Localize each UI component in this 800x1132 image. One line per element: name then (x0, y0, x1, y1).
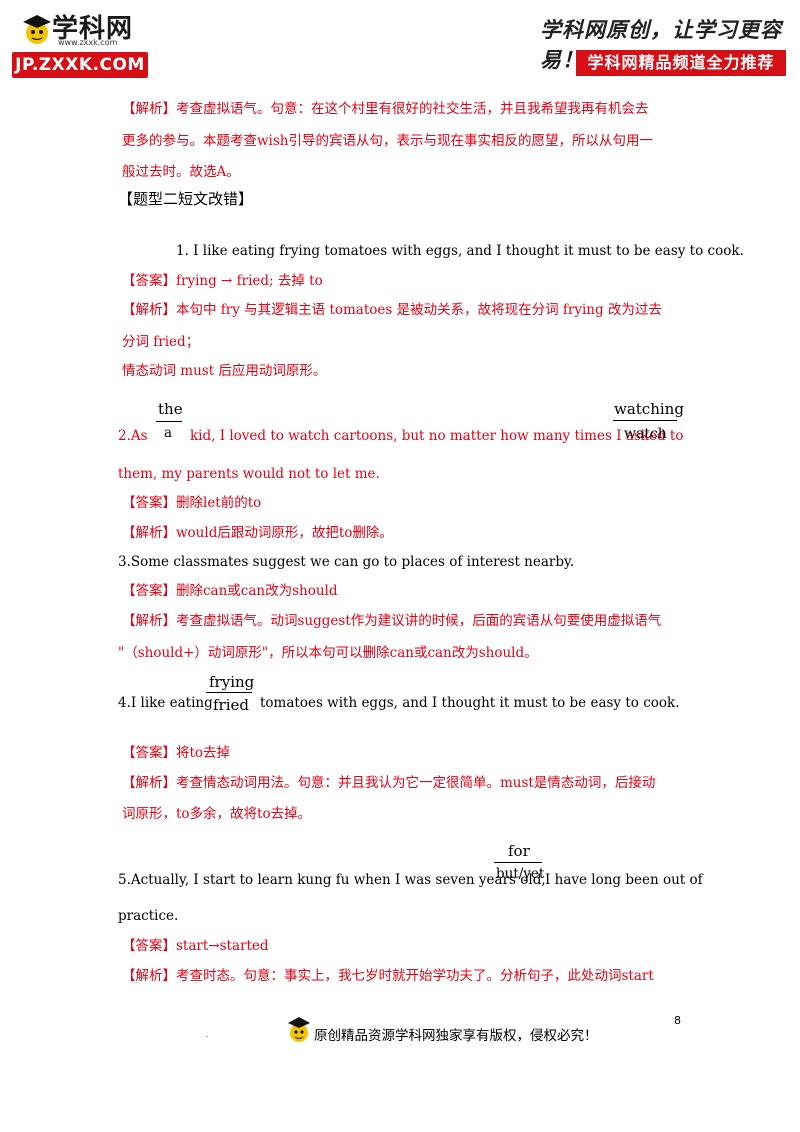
q4-correction-bottom: fried (213, 696, 249, 714)
q5-suffix: I have long been out of (545, 872, 703, 888)
q2-correction-2-top: watching (614, 400, 684, 418)
q2-correction-1-rule (156, 421, 182, 422)
q4-correction-rule (206, 692, 252, 693)
prev-analysis-line-1: 【解析】考查虚拟语气。句意：在这个村里有很好的社交生活，并且我希望我再有机会去 (122, 101, 649, 117)
q3-analysis-line-1: 【解析】考查虚拟语气。动词suggest作为建议讲的时候，后面的宾语从句要使用虚… (122, 613, 662, 629)
q3-answer: 【答案】删除can或can改为should (122, 583, 338, 599)
q5-prefix: 5.Actually, I start to learn kung fu whe… (118, 872, 546, 888)
q1-answer: 【答案】frying → fried; 去掉 to (122, 273, 323, 289)
q5-continuation: practice. (118, 908, 179, 924)
q1-sentence: 1. I like eating frying tomatoes with eg… (176, 243, 744, 259)
site-badge: JP.ZXXK.COM (12, 52, 148, 78)
prev-analysis-line-2: 更多的参与。本题考查wish引导的宾语从句，表示与现在事实相反的愿望，所以从句用… (122, 133, 653, 149)
q2-prefix: 2.As (118, 428, 148, 444)
section-title: 【题型二短文改错】 (118, 190, 254, 208)
q5-correction-rule (494, 862, 542, 863)
q2-correction-2-bottom: watch (624, 426, 667, 442)
q5-correction-top: for (508, 842, 530, 860)
q5-analysis: 【解析】考查时态。句意：事实上，我七岁时就开始学功夫了。分析句子，此处动词sta… (122, 968, 654, 984)
footer-copyright: 原创精品资源学科网独家享有版权，侵权必究！ (314, 1028, 598, 1044)
q2-correction-1-top: the (158, 400, 183, 418)
q5-answer: 【答案】start→started (122, 938, 269, 954)
q2-continuation: them, my parents would not to let me. (118, 466, 380, 482)
prev-analysis-line-3: 般过去时。故选A。 (122, 164, 240, 180)
q5-correction-bottom: but/yet (496, 866, 545, 882)
recommend-badge: 学科网精品频道全力推荐 (576, 50, 786, 76)
q4-prefix: 4.I like eating (118, 695, 213, 711)
footer-dot: . (206, 1030, 209, 1039)
q4-answer: 【答案】将to去掉 (122, 745, 231, 761)
q4-analysis-line-1: 【解析】考查情态动词用法。句意：并且我认为它一定很简单。must是情态动词，后接… (122, 775, 656, 791)
q4-analysis-line-2: 词原形，to多余，故将to去掉。 (122, 806, 312, 822)
q1-analysis-line-1: 【解析】本句中 fry 与其逻辑主语 tomatoes 是被动关系，故将现在分词… (122, 302, 662, 318)
mascot-logo-icon (23, 15, 51, 44)
q2-correction-1-bottom: a (164, 425, 173, 441)
q2-analysis: 【解析】would后跟动词原形，故把to删除。 (122, 525, 393, 541)
page-number: 8 (674, 1014, 681, 1027)
q1-analysis-line-3: 情态动词 must 后应用动词原形。 (122, 363, 327, 379)
q2-answer: 【答案】删除let前的to (122, 495, 262, 511)
logo-name: 学科网 (52, 14, 134, 44)
q4-correction-top: frying (209, 673, 255, 691)
q3-sentence: 3.Some classmates suggest we can go to p… (118, 554, 575, 570)
q1-analysis-line-2: 分词 fried； (122, 334, 200, 350)
q2-correction-2-rule (613, 420, 677, 421)
q3-analysis-line-2: "（should+）动词原形"，所以本句可以删除can或can改为should。 (118, 645, 538, 661)
q4-suffix: tomatoes with eggs, and I thought it mus… (260, 695, 680, 711)
footer-mascot-icon (288, 1017, 310, 1042)
q2-middle: kid, I loved to watch cartoons, but no m… (190, 428, 684, 444)
logo-url: www.zxxk.com (58, 38, 118, 47)
header-slogan: 学科网原创，让学习更容易！ (540, 17, 782, 72)
